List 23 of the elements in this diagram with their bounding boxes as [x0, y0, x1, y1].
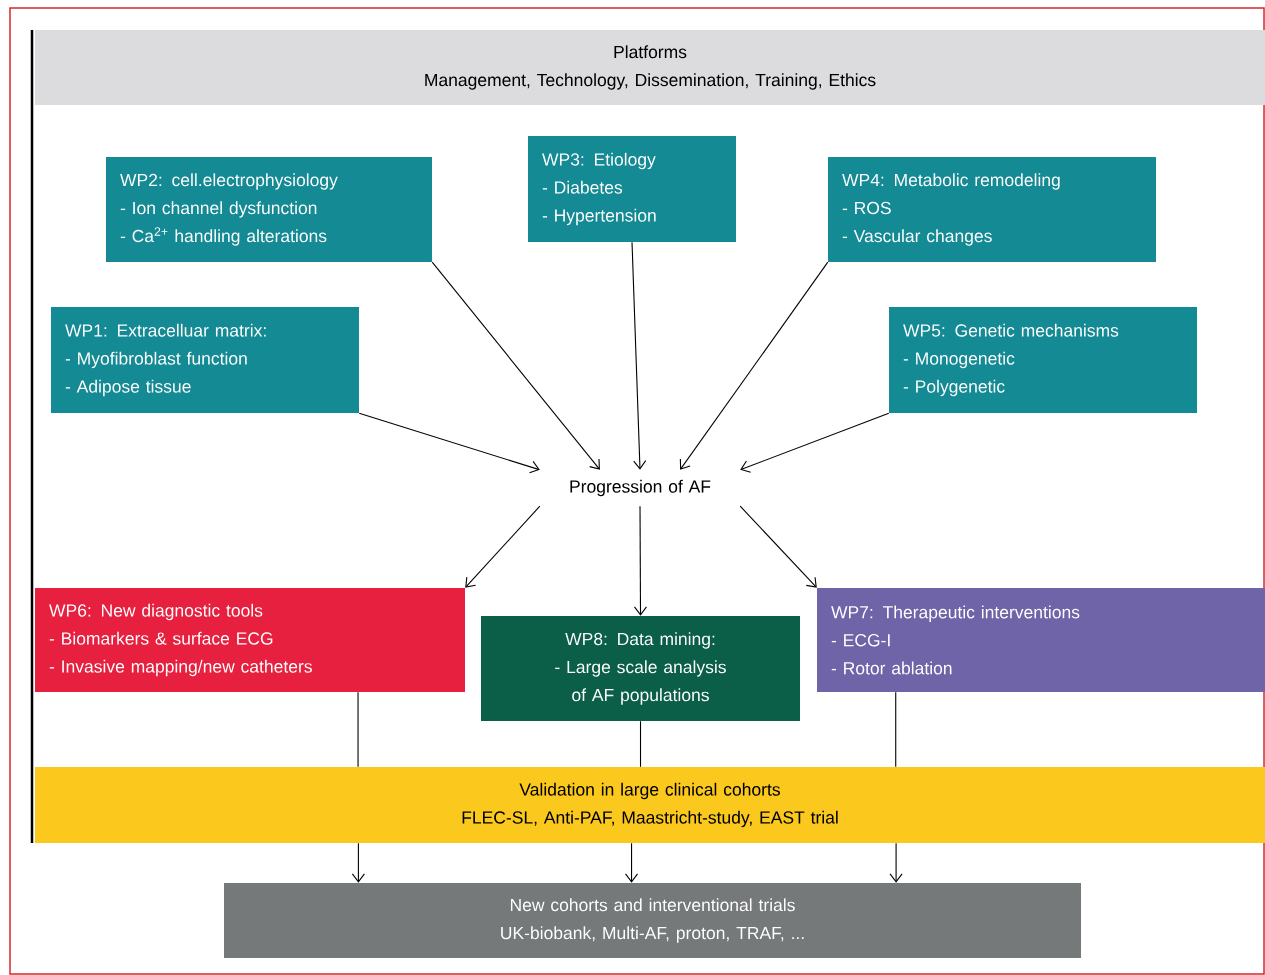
center-label: Progression of AF: [570, 479, 711, 497]
arrow: [351, 842, 365, 883]
arrow: [739, 505, 817, 588]
work-package-box: WP4: Metabolic remodeling - ROS - Vascular changes: [828, 157, 1156, 262]
arrow: [431, 261, 600, 470]
arrow: [358, 412, 540, 474]
work-package-box: WP6: New diagnostic tools - Biomarkers & surface ECG - Invasive mapping/new catheters: [35, 588, 465, 692]
work-package-box: WP5: Genetic mechanisms - Monogenetic - Polygenetic: [889, 307, 1197, 413]
arrow: [740, 412, 890, 473]
arrow: [625, 842, 639, 883]
work-package-box: WP7: Therapeutic interventions - ECG-I - Rotor ablation: [817, 588, 1265, 692]
arrow: [633, 505, 647, 616]
work-package-box: WP1: Extracelluar matrix: - Myofibroblast function - Adipose tissue: [51, 307, 359, 413]
arrow: [465, 505, 541, 588]
arrow: [679, 261, 829, 470]
work-package-box: WP8: Data mining: - Large scale analysis of AF populations: [481, 616, 800, 721]
arrow: [631, 241, 647, 470]
cohorts-band: New cohorts and interventional trials UK-biobank, Multi-AF, proton, TRAF, ...: [224, 883, 1081, 958]
platforms-band: Platforms Management, Technology, Dissemination, Training, Ethics: [35, 30, 1265, 105]
validation-band: Validation in large clinical cohorts FLEC-SL, Anti-PAF, Maastricht-study, EAST trial: [35, 767, 1265, 843]
work-package-box: WP3: Etiology - Diabetes - Hypertension: [528, 136, 736, 242]
work-package-box: WP2: cell.electrophysiology - Ion channel dysfunction - Ca$^{2+}$ handling alterations: [106, 157, 432, 262]
arrow: [889, 842, 903, 883]
